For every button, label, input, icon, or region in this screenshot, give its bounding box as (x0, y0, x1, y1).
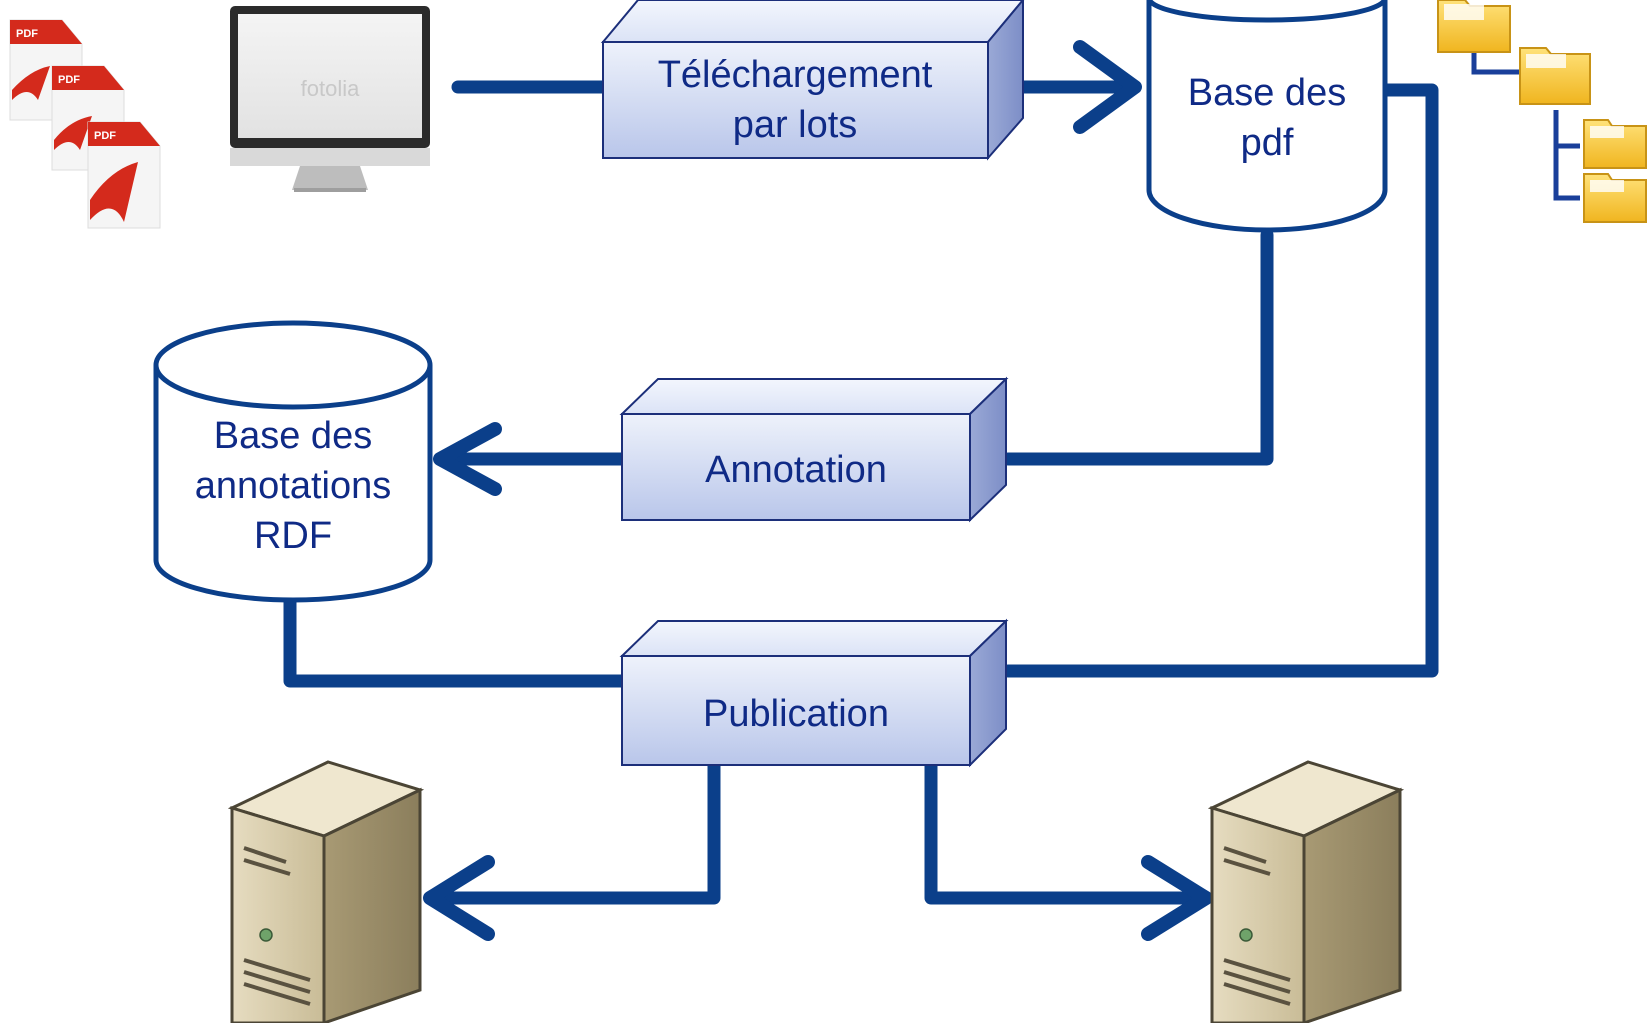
pdf-label-1: PDF (16, 28, 38, 40)
rdf-database-label-line2: annotations (195, 465, 392, 507)
connectors (283, 40, 1439, 941)
folder-icon (1437, 0, 1511, 53)
pdf-doc-icon: PDF (87, 121, 161, 229)
connector-pdf-base-to-publication (1001, 83, 1439, 678)
server-icon-right (1207, 760, 1405, 1023)
rdf-database: Base des annotations RDF (153, 320, 433, 603)
server-icon-left (227, 760, 425, 1023)
folder-icon (1583, 173, 1647, 223)
download-box-label-line2: par lots (733, 104, 858, 146)
pdf-label-3: PDF (94, 130, 116, 142)
connector-rdf-base-to-publication (283, 591, 629, 688)
connector-publication-to-right-server (924, 758, 1207, 905)
pdf-database-label-line2: pdf (1241, 122, 1294, 164)
arrowhead-pdf-base (1073, 40, 1142, 134)
rdf-database-label-line3: RDF (254, 515, 332, 557)
download-process-box: Téléchargement par lots (600, 0, 1025, 161)
publication-process-box: Publication (619, 618, 1009, 768)
connector-publication-to-left-server (431, 758, 721, 905)
monitor-icon: fotolia (230, 6, 430, 192)
pdf-database-label-line1: Base des (1188, 72, 1346, 114)
download-box-label-line1: Téléchargement (658, 54, 933, 96)
pdf-label-2: PDF (58, 74, 80, 86)
arrowhead-rdf-base (433, 422, 502, 496)
arrowhead-left-server (423, 855, 495, 941)
arrowhead-right-server (1141, 855, 1213, 941)
pdf-database: Base des pdf (1146, 0, 1388, 233)
monitor-watermark: fotolia (301, 76, 360, 101)
folder-tree-icon (1437, 0, 1647, 223)
rdf-database-label-line1: Base des (214, 415, 372, 457)
folder-icon (1583, 119, 1647, 169)
connector-pdf-base-to-annotation (1001, 228, 1274, 466)
annotation-process-box: Annotation (619, 376, 1009, 523)
folder-icon (1519, 47, 1591, 105)
annotation-box-label: Annotation (705, 449, 887, 491)
pdf-files-icon: PDF PDF PDF (9, 19, 161, 229)
publication-box-label: Publication (703, 693, 889, 735)
